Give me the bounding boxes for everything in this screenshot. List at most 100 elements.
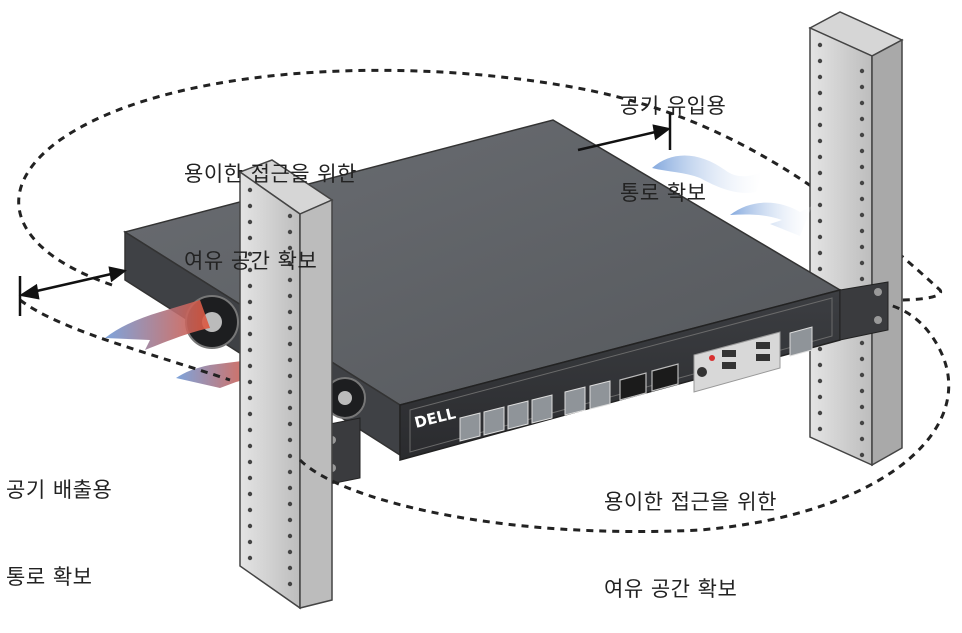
rack-hole — [247, 363, 253, 369]
label-line: 용이한 접근을 위한 — [604, 490, 777, 514]
rack-hole — [817, 90, 823, 96]
rack-hole — [817, 266, 823, 272]
rack-hole — [287, 261, 293, 267]
rack-hole — [287, 421, 293, 427]
rack-hole — [247, 411, 253, 417]
rack-hole — [247, 443, 253, 449]
rack-hole — [247, 331, 253, 337]
label-line: 공기 배출용 — [6, 478, 113, 502]
rack-hole — [287, 357, 293, 363]
rack-hole — [287, 341, 293, 347]
rack-hole — [247, 475, 253, 481]
rack-hole — [859, 244, 865, 250]
rack-hole — [817, 58, 823, 64]
label-line: 여유 공간 확보 — [184, 249, 318, 273]
rack-hole — [287, 469, 293, 475]
rack-hole — [859, 388, 865, 394]
rack-hole — [817, 74, 823, 80]
rack-hole — [287, 325, 293, 331]
rack-hole — [859, 228, 865, 234]
rack-hole — [859, 132, 865, 138]
air-exhaust-label: 공기 배출용 통로 확보 — [6, 418, 112, 621]
rack-hole — [859, 340, 865, 346]
rack-hole — [287, 293, 293, 299]
rack-hole — [817, 250, 823, 256]
rack-hole — [287, 389, 293, 395]
rack-hole — [859, 356, 865, 362]
rack-hole — [287, 581, 293, 587]
rack-hole — [859, 212, 865, 218]
rack-hole — [859, 180, 865, 186]
rack-hole — [247, 251, 253, 257]
rack-hole — [859, 452, 865, 458]
rack-hole — [817, 106, 823, 112]
rack-hole — [287, 437, 293, 443]
rack-hole — [287, 517, 293, 523]
rack-hole — [859, 196, 865, 202]
label-line: 용이한 접근을 위한 — [184, 162, 357, 186]
rack-hole — [287, 309, 293, 315]
right-rack-post — [808, 11, 904, 467]
label-line: 공기 유입용 — [620, 94, 727, 118]
label-line: 통로 확보 — [6, 565, 93, 589]
rack-hole — [247, 395, 253, 401]
rack-hole — [287, 213, 293, 219]
rack-hole — [247, 491, 253, 497]
rack-hole — [859, 436, 865, 442]
rack-hole — [287, 549, 293, 555]
rack-hole — [287, 405, 293, 411]
rack-hole — [817, 154, 823, 160]
rack-hole — [287, 245, 293, 251]
usb-port-group — [722, 342, 770, 369]
rack-hole — [817, 410, 823, 416]
rack-hole — [859, 372, 865, 378]
rack-hole — [817, 122, 823, 128]
rack-hole — [287, 533, 293, 539]
rack-hole — [859, 100, 865, 106]
rack-hole — [247, 507, 253, 513]
reset-button — [697, 367, 707, 377]
left-rack-post — [238, 159, 334, 610]
rack-hole — [817, 218, 823, 224]
rack-hole — [287, 501, 293, 507]
rack-hole — [859, 116, 865, 122]
rack-hole — [859, 276, 865, 282]
intake-airflow-arrow — [730, 202, 812, 236]
intake-airflow-arrow — [652, 155, 762, 193]
rack-hole — [247, 235, 253, 241]
rack-hole — [287, 229, 293, 235]
top-clearance-loop — [17, 68, 943, 302]
clearance-dimension-arrow — [18, 266, 127, 316]
rack-hole — [247, 459, 253, 465]
rack-hole — [247, 539, 253, 545]
rack-hole — [859, 84, 865, 90]
rack-hole — [287, 373, 293, 379]
rack-hole — [859, 148, 865, 154]
right-mounting-bracket — [839, 281, 889, 341]
label-line: 통로 확보 — [620, 181, 707, 205]
rack-hole — [287, 565, 293, 571]
clearance-dimension-arrow — [577, 113, 672, 152]
rack-hole — [817, 170, 823, 176]
rack-hole — [817, 186, 823, 192]
rack-hole — [247, 299, 253, 305]
rack-hole — [817, 234, 823, 240]
rack-hole — [247, 267, 253, 273]
rack-hole — [247, 187, 253, 193]
rj45-port-group — [564, 380, 611, 416]
rack-hole — [817, 394, 823, 400]
rack-hole — [247, 523, 253, 529]
rack-hole — [859, 404, 865, 410]
rack-hole — [817, 202, 823, 208]
rack-hole — [859, 164, 865, 170]
rack-hole — [817, 138, 823, 144]
rack-hole — [817, 42, 823, 48]
rack-hole — [859, 68, 865, 74]
rack-hole — [247, 219, 253, 225]
rack-hole — [287, 453, 293, 459]
rack-hole — [247, 555, 253, 561]
rack-hole — [247, 347, 253, 353]
rack-hole — [247, 379, 253, 385]
rack-hole — [817, 362, 823, 368]
